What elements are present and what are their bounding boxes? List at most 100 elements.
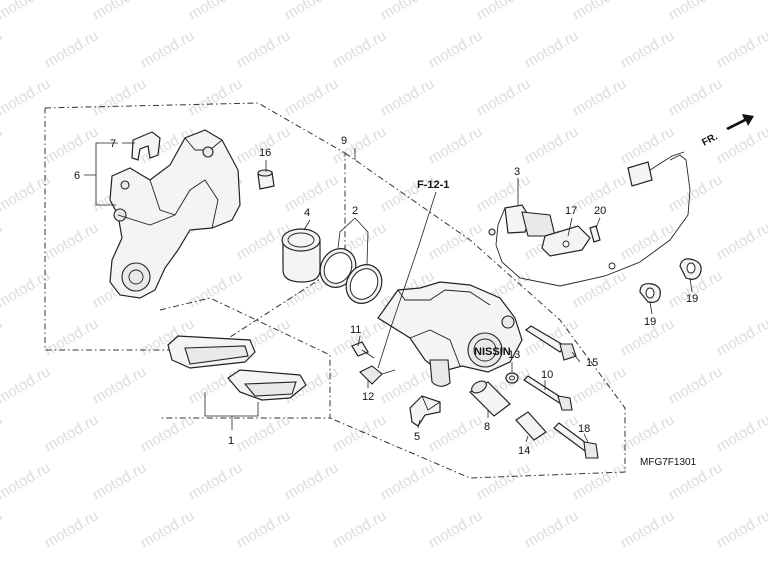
watermark-text: motod.ru (330, 27, 390, 71)
watermark-text: motod.ru (90, 459, 150, 503)
watermark-text: motod.ru (570, 459, 630, 503)
watermark-text: motod.ru (426, 411, 486, 455)
watermark-text: motod.ru (90, 0, 150, 23)
watermark-text: motod.ru (474, 75, 534, 119)
callout-19-right: 19 (686, 293, 698, 305)
callout-7: 7 (110, 138, 116, 150)
watermark-text: motod.ru (378, 75, 438, 119)
callout-14: 14 (518, 445, 530, 457)
watermark-text: motod.ru (138, 27, 198, 71)
watermark-text: motod.ru (570, 0, 630, 23)
callout-13: 13 (508, 349, 520, 361)
caliper-body: NISSIN (378, 282, 522, 386)
watermark-text: motod.ru (522, 507, 582, 551)
watermark-text: motod.ru (234, 123, 294, 167)
watermark-text: motod.ru (330, 123, 390, 167)
watermark-text: motod.ru (474, 459, 534, 503)
watermark-text: motod.ru (330, 507, 390, 551)
watermark-text: motod.ru (426, 123, 486, 167)
callout-6: 6 (74, 170, 80, 182)
watermark-text: motod.ru (378, 171, 438, 215)
watermark-text: motod.ru (0, 411, 5, 455)
watermark-text: motod.ru (186, 267, 246, 311)
watermark-text: motod.ru (714, 123, 768, 167)
watermark-text: motod.ru (714, 219, 768, 263)
watermark-text: motod.ru (618, 507, 678, 551)
callout-11: 11 (350, 324, 361, 336)
watermark-text: motod.ru (282, 0, 342, 23)
watermark-text: motod.ru (570, 75, 630, 119)
watermark-text: motod.ru (234, 27, 294, 71)
stay-bolt (590, 226, 600, 242)
callout-19-left: 19 (644, 316, 656, 328)
callout-3: 3 (514, 166, 520, 178)
watermark-text: motod.ru (714, 411, 768, 455)
watermark-text: motod.ru (42, 507, 102, 551)
watermark-text: motod.ru (42, 123, 102, 167)
pin (524, 376, 572, 410)
watermark-text: motod.ru (666, 171, 726, 215)
callout-12: 12 (362, 391, 374, 403)
watermark-text: motod.ru (0, 123, 5, 167)
pad-spring (410, 396, 440, 426)
watermark-text: motod.ru (666, 75, 726, 119)
callout-8: 8 (484, 421, 490, 433)
callout-9: 9 (341, 135, 347, 147)
bleeder-screw (352, 342, 395, 384)
callout-15: 15 (586, 357, 598, 369)
watermark-text: motod.ru (426, 27, 486, 71)
watermark-text: motod.ru (282, 459, 342, 503)
watermark-text: motod.ru (42, 411, 102, 455)
watermark-text: motod.ru (426, 507, 486, 551)
callout-5: 5 (414, 431, 420, 443)
watermark-text: motod.ru (330, 411, 390, 455)
watermark-text: motod.ru (426, 219, 486, 263)
piston-seals (313, 242, 388, 310)
watermark-text: motod.ru (42, 27, 102, 71)
callout-4: 4 (304, 207, 310, 219)
watermark-text: motod.ru (138, 507, 198, 551)
callout-16: 16 (259, 147, 271, 159)
watermark-text: motod.ru (666, 363, 726, 407)
watermark-text: motod.ru (714, 315, 768, 359)
diagram-code: MFG7F1301 (640, 457, 697, 468)
watermark-text: motod.ru (378, 0, 438, 23)
callout-1: 1 (228, 435, 234, 447)
front-label: FR. (700, 131, 720, 148)
front-arrow-icon (726, 114, 754, 130)
watermark-text: motod.ru (714, 27, 768, 71)
watermark-text: motod.ru (0, 0, 53, 23)
wire-clamp-right (680, 259, 701, 279)
watermark-text: motod.ru (42, 219, 102, 263)
watermark-text: motod.ru (0, 363, 53, 407)
watermark-text: motod.ru (282, 171, 342, 215)
callout-2: 2 (352, 205, 358, 217)
watermark-text: motod.ru (0, 459, 53, 503)
watermark-text: motod.ru (0, 27, 5, 71)
piston (282, 229, 320, 282)
watermark-text: motod.ru (90, 75, 150, 119)
watermark-text: motod.ru (618, 123, 678, 167)
watermark-text: motod.ru (618, 27, 678, 71)
watermark-text: motod.ru (42, 315, 102, 359)
watermark-text: motod.ru (282, 75, 342, 119)
collar (506, 373, 518, 383)
watermark-text: motod.ru (186, 0, 246, 23)
watermark-text: motod.ru (378, 459, 438, 503)
watermark-text: motod.ru (234, 507, 294, 551)
watermark-text: motod.ru (474, 0, 534, 23)
reference-label: F-12-1 (417, 179, 449, 191)
watermark-text: motod.ru (0, 507, 5, 551)
watermark-text: motod.ru (90, 363, 150, 407)
watermark-text: motod.ru (618, 411, 678, 455)
watermark-text: motod.ru (186, 75, 246, 119)
watermark-text: motod.ru (0, 315, 5, 359)
callout-18: 18 (578, 423, 590, 435)
caliper-bracket (110, 130, 240, 298)
watermark-text: motod.ru (522, 27, 582, 71)
bleeder-cap (258, 170, 274, 189)
wire-clamp-left (640, 284, 660, 303)
watermark-text: motod.ru (0, 219, 5, 263)
